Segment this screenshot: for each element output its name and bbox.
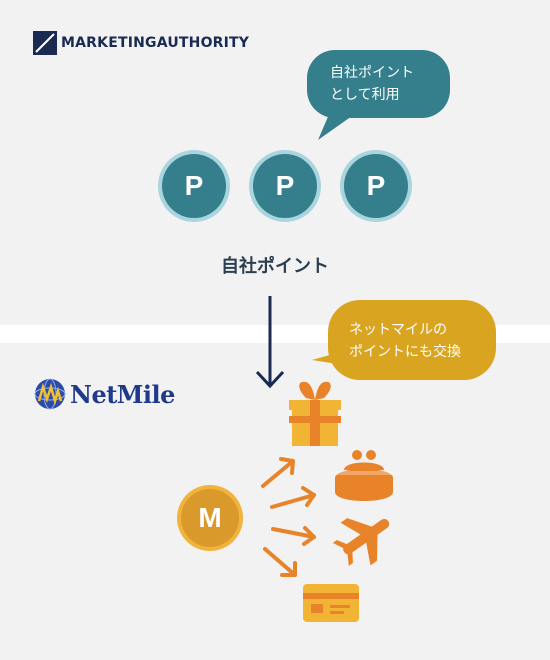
point-coin-symbol: P [344, 154, 408, 218]
point-coin-symbol: P [162, 154, 226, 218]
netmile-wordmark: NetMile [70, 379, 175, 409]
point-coin-symbol: P [253, 154, 317, 218]
point-coin: P [249, 150, 321, 222]
netmile-exchange-bubble: ネットマイルの ポイントにも交換 [349, 319, 495, 365]
own-points-bubble: 自社ポイント として利用 [330, 62, 450, 108]
netmile-logo: NetMile [33, 376, 175, 412]
point-coin: P [340, 150, 412, 222]
netmile-bubble-line1: ネットマイルの [349, 322, 447, 338]
mile-coin: M [177, 485, 243, 551]
point-coins: P P P [158, 150, 413, 222]
own-points-bubble-line2: として利用 [330, 87, 400, 103]
own-points-label: 自社ポイント [221, 256, 329, 277]
mile-coin-symbol: M [181, 489, 239, 547]
marketing-authority-wordmark: MarketingAuthority [61, 35, 250, 51]
own-points-bubble-line1: 自社ポイント [330, 65, 414, 81]
netmile-bubble-line2: ポイントにも交換 [349, 344, 461, 360]
marketing-authority-logo: MarketingAuthority [33, 31, 249, 55]
netmile-globe-icon [34, 378, 66, 410]
marketing-authority-mark-icon [33, 31, 57, 55]
point-coin: P [158, 150, 230, 222]
